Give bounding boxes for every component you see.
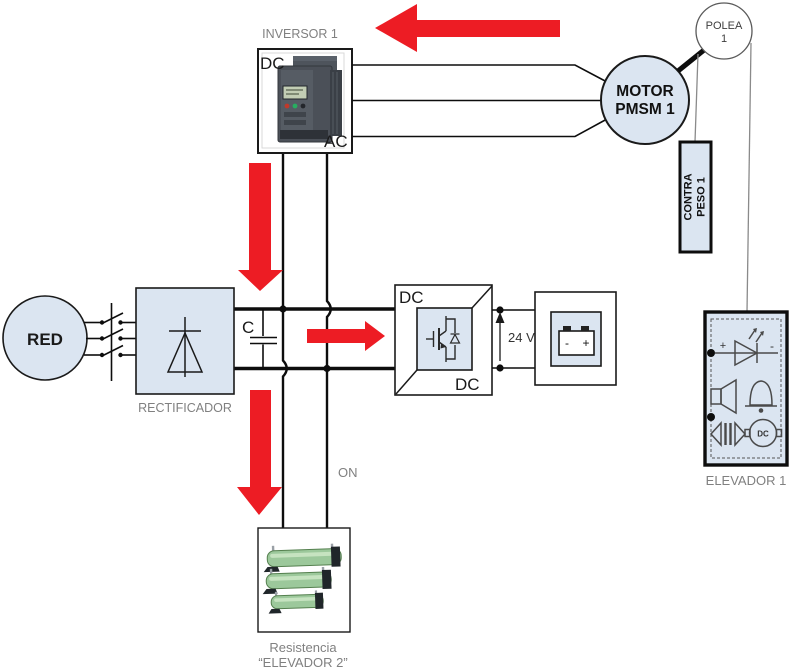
three-phase-switch-icon: [84, 303, 136, 381]
motor-label-line2: PMSM 1: [615, 101, 675, 118]
contrapeso-box: [678, 140, 713, 254]
inversor-dc-wire-left: [281, 153, 288, 528]
flow-arrows: [237, 4, 560, 515]
led-icon: + -: [715, 328, 778, 367]
motor-circle: [600, 55, 690, 145]
inversor-dc-label: DC: [260, 54, 285, 73]
dcdc-dc-bottom-label: DC: [455, 375, 480, 394]
battery-plus-label: +: [582, 336, 589, 350]
dcdc-inner-box: [416, 307, 473, 371]
motor-phase-wires: [352, 64, 608, 138]
polea-label-line2: 1: [721, 33, 727, 45]
speaker-icon: [710, 378, 737, 415]
rope-elevator-car: [746, 42, 752, 313]
connection-dot: [707, 413, 715, 421]
dc-bus: C ON: [234, 153, 395, 528]
red-supply-label: RED: [27, 330, 63, 349]
bell-icon: [745, 380, 777, 413]
junction-dot: [323, 364, 331, 373]
capacitor-label: C: [242, 318, 254, 337]
diode-icon: [166, 317, 204, 377]
dc-motor-icon: DC: [744, 418, 783, 448]
inversor-title: INVERSOR 1: [262, 27, 338, 41]
voltage-label: 24 V: [508, 330, 535, 345]
polea-label-line1: POLEA: [706, 20, 743, 32]
connection-dot: [707, 349, 715, 357]
contrapeso-label-line1: CONTRA: [683, 173, 695, 220]
vibration-motor-icon: [709, 421, 747, 447]
elevador-block: + - DC ELEVADOR 1: [703, 310, 789, 488]
junction-dot: [496, 364, 504, 372]
battery-24v-block: 24 V - +: [492, 291, 617, 386]
contrapeso-label-line2: PESO 1: [696, 177, 708, 217]
led-minus-label: -: [770, 339, 774, 353]
elevador-label: ELEVADOR 1: [706, 473, 787, 488]
polea-circle: [695, 2, 753, 60]
rectificador-block: RECTIFICADOR: [135, 287, 235, 415]
inversor-ac-label: AC: [324, 132, 348, 151]
red-supply-block: RED: [2, 295, 136, 381]
inversor-dc-wire-right: [325, 153, 332, 528]
dcdc-diagonal-top: [471, 285, 493, 309]
rectificador-label: RECTIFICADOR: [138, 401, 232, 415]
flow-arrow-motor-to-inversor: [375, 4, 560, 52]
resistencia-block: Resistencia “ELEVADOR 2”: [257, 527, 351, 670]
junction-dot: [496, 306, 504, 314]
on-label: ON: [338, 465, 358, 480]
vfd-device-image: [277, 56, 342, 143]
resistor-bank-image: [262, 543, 342, 614]
battery-minus-label: -: [565, 336, 569, 350]
resistencia-label-line1: Resistencia: [269, 640, 337, 655]
junction-dot: [279, 305, 287, 313]
flow-arrow-inversor-to-bus: [238, 163, 283, 291]
inversor-block: INVERSOR 1 DC AC: [257, 27, 353, 154]
flow-arrow-bus-to-resistencia: [237, 390, 282, 515]
igbt-icon: [426, 316, 461, 362]
rope-counterweight: [694, 53, 699, 143]
dcdc-dc-top-label: DC: [399, 288, 424, 307]
motor-block: MOTOR PMSM 1: [352, 55, 690, 145]
led-plus-label: +: [720, 340, 726, 352]
flow-arrow-bus-to-dcdc: [307, 321, 385, 351]
dcdc-diagonal-bottom: [395, 369, 418, 395]
elevador-dashed-frame: [710, 318, 782, 459]
dcdc-converter-block: DC DC: [394, 284, 493, 396]
voltage-arrow-icon: [495, 312, 505, 361]
resistencia-label-line2: “ELEVADOR 2”: [258, 655, 347, 670]
contrapeso-block: CONTRA PESO 1: [678, 140, 713, 254]
motor-label-line1: MOTOR: [616, 83, 673, 100]
battery-icon: - +: [558, 326, 595, 356]
dc-motor-label: DC: [757, 430, 769, 439]
contrapeso-label: CONTRA PESO 1: [683, 173, 708, 220]
polea-block: POLEA 1: [676, 2, 753, 313]
